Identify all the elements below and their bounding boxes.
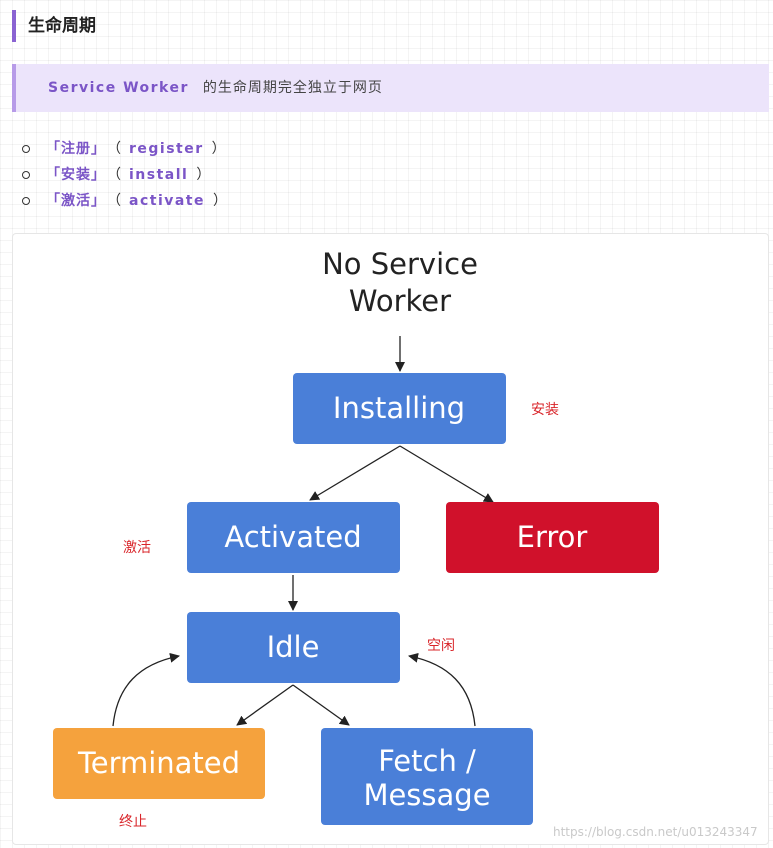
step-close-paren: ） xyxy=(213,193,227,209)
lifecycle-diagram: No Service Worker Installing Activated E… xyxy=(12,233,769,845)
annotation-idle: 空闲 xyxy=(427,638,455,654)
state-error-label: Error xyxy=(517,520,588,554)
state-terminated: Terminated xyxy=(53,728,265,799)
start-label-line1: No Service xyxy=(322,247,478,281)
section-heading: 生命周期 xyxy=(12,10,96,42)
intro-text: 的生命周期完全独立于网页 xyxy=(202,80,383,96)
step-close-paren: ） xyxy=(211,141,226,157)
state-idle: Idle xyxy=(187,612,400,683)
state-activated-label: Activated xyxy=(224,520,361,554)
lifecycle-diagram-svg: No Service Worker Installing Activated E… xyxy=(53,247,758,839)
step-en: activate xyxy=(129,193,205,209)
step-open-paren: （ xyxy=(114,141,121,157)
state-fetch-message: Fetch / Message xyxy=(321,728,533,825)
start-label-line2: Worker xyxy=(349,284,451,318)
state-terminated-label: Terminated xyxy=(77,746,240,780)
state-idle-label: Idle xyxy=(267,630,320,664)
intro-term: Service Worker xyxy=(48,80,189,96)
arrow-idle-to-terminated xyxy=(236,684,294,726)
list-item: 「安装」 （ install ） xyxy=(22,162,235,188)
annotation-terminate: 终止 xyxy=(119,814,147,830)
arrow-fetch-to-idle xyxy=(408,652,476,727)
annotation-install: 安装 xyxy=(531,402,559,418)
bullet-icon xyxy=(22,145,30,153)
watermark-text: https://blog.csdn.net/u013243347 xyxy=(553,825,758,839)
bullet-icon xyxy=(22,171,30,179)
list-item: 「注册」 （ register ） xyxy=(22,136,235,162)
step-en: register xyxy=(129,141,204,157)
lifecycle-list: 「注册」 （ register ） 「安装」 （ install ） 「激活」 （ activa… xyxy=(22,136,235,214)
arrow-idle-to-fetch xyxy=(292,684,350,726)
state-installing-label: Installing xyxy=(333,391,465,425)
state-error: Error xyxy=(446,502,659,573)
step-open-paren: （ xyxy=(114,167,121,183)
arrow-installing-to-error xyxy=(399,445,494,503)
step-close-paren: ） xyxy=(196,167,211,183)
state-fetch-label-line1: Fetch / xyxy=(378,744,476,778)
step-cn: 「安装」 xyxy=(46,167,106,183)
step-en: install xyxy=(129,167,189,183)
state-activated: Activated xyxy=(187,502,400,573)
annotation-activate: 激活 xyxy=(123,539,151,556)
section-title: 生命周期 xyxy=(28,16,96,36)
state-installing: Installing xyxy=(293,373,506,444)
step-cn: 「注册」 xyxy=(46,141,106,157)
state-fetch-label-line2: Message xyxy=(363,778,490,812)
intro-blockquote: Service Worker 的生命周期完全独立于网页 xyxy=(12,64,769,112)
bullet-icon xyxy=(22,197,30,205)
step-cn: 「激活」 xyxy=(46,193,106,209)
step-open-paren: （ xyxy=(114,193,121,209)
arrow-terminated-to-idle xyxy=(112,652,180,727)
arrow-installing-to-activated xyxy=(309,445,401,501)
list-item: 「激活」 （ activate ） xyxy=(22,188,235,214)
